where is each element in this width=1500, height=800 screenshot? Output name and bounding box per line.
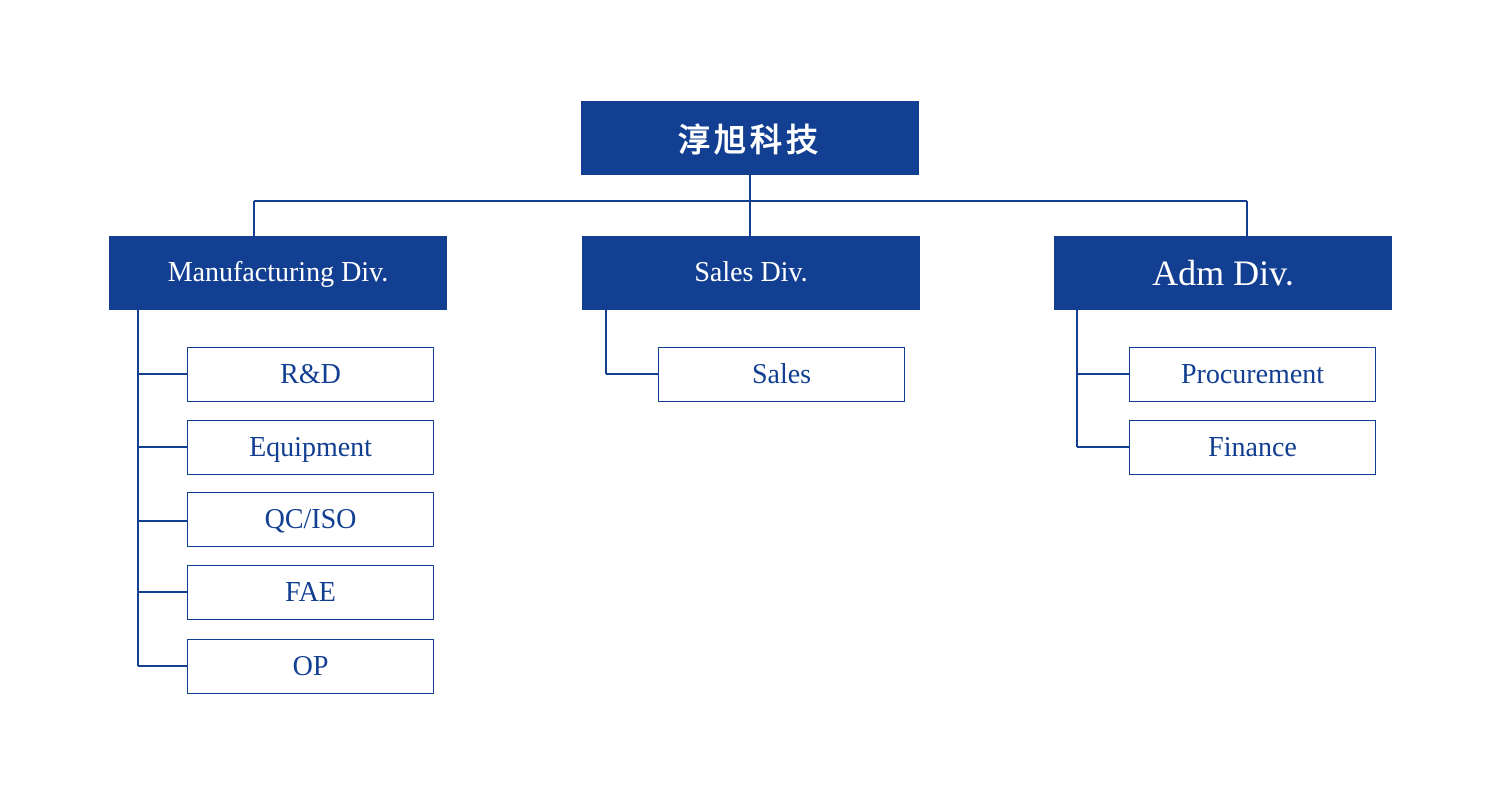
dept-node-sales: Sales [658,347,905,402]
dept-node-op: OP [187,639,434,694]
division-label: Sales Div. [694,257,808,288]
dept-node-finance: Finance [1129,420,1376,475]
division-node-sales: Sales Div. [582,236,920,310]
dept-node-equipment: Equipment [187,420,434,475]
root-node-company: 淳旭科技 [581,101,919,175]
division-node-adm: Adm Div. [1054,236,1392,310]
dept-label: R&D [280,358,341,390]
dept-label: Procurement [1180,358,1325,390]
dept-label: QC/ISO [264,503,357,535]
dept-label: Finance [1208,431,1297,463]
dept-node-fae: FAE [187,565,434,620]
dept-label: FAE [285,576,336,608]
dept-label: Equipment [249,431,372,463]
division-label: Manufacturing Div. [167,257,389,288]
dept-node-rd: R&D [187,347,434,402]
root-node-label: 淳旭科技 [677,121,822,159]
dept-node-procurement: Procurement [1129,347,1376,402]
dept-node-qc-iso: QC/ISO [187,492,434,547]
division-label: Adm Div. [1152,253,1294,293]
dept-label: OP [292,650,329,682]
dept-label: Sales [751,358,812,390]
division-node-manufacturing: Manufacturing Div. [109,236,447,310]
